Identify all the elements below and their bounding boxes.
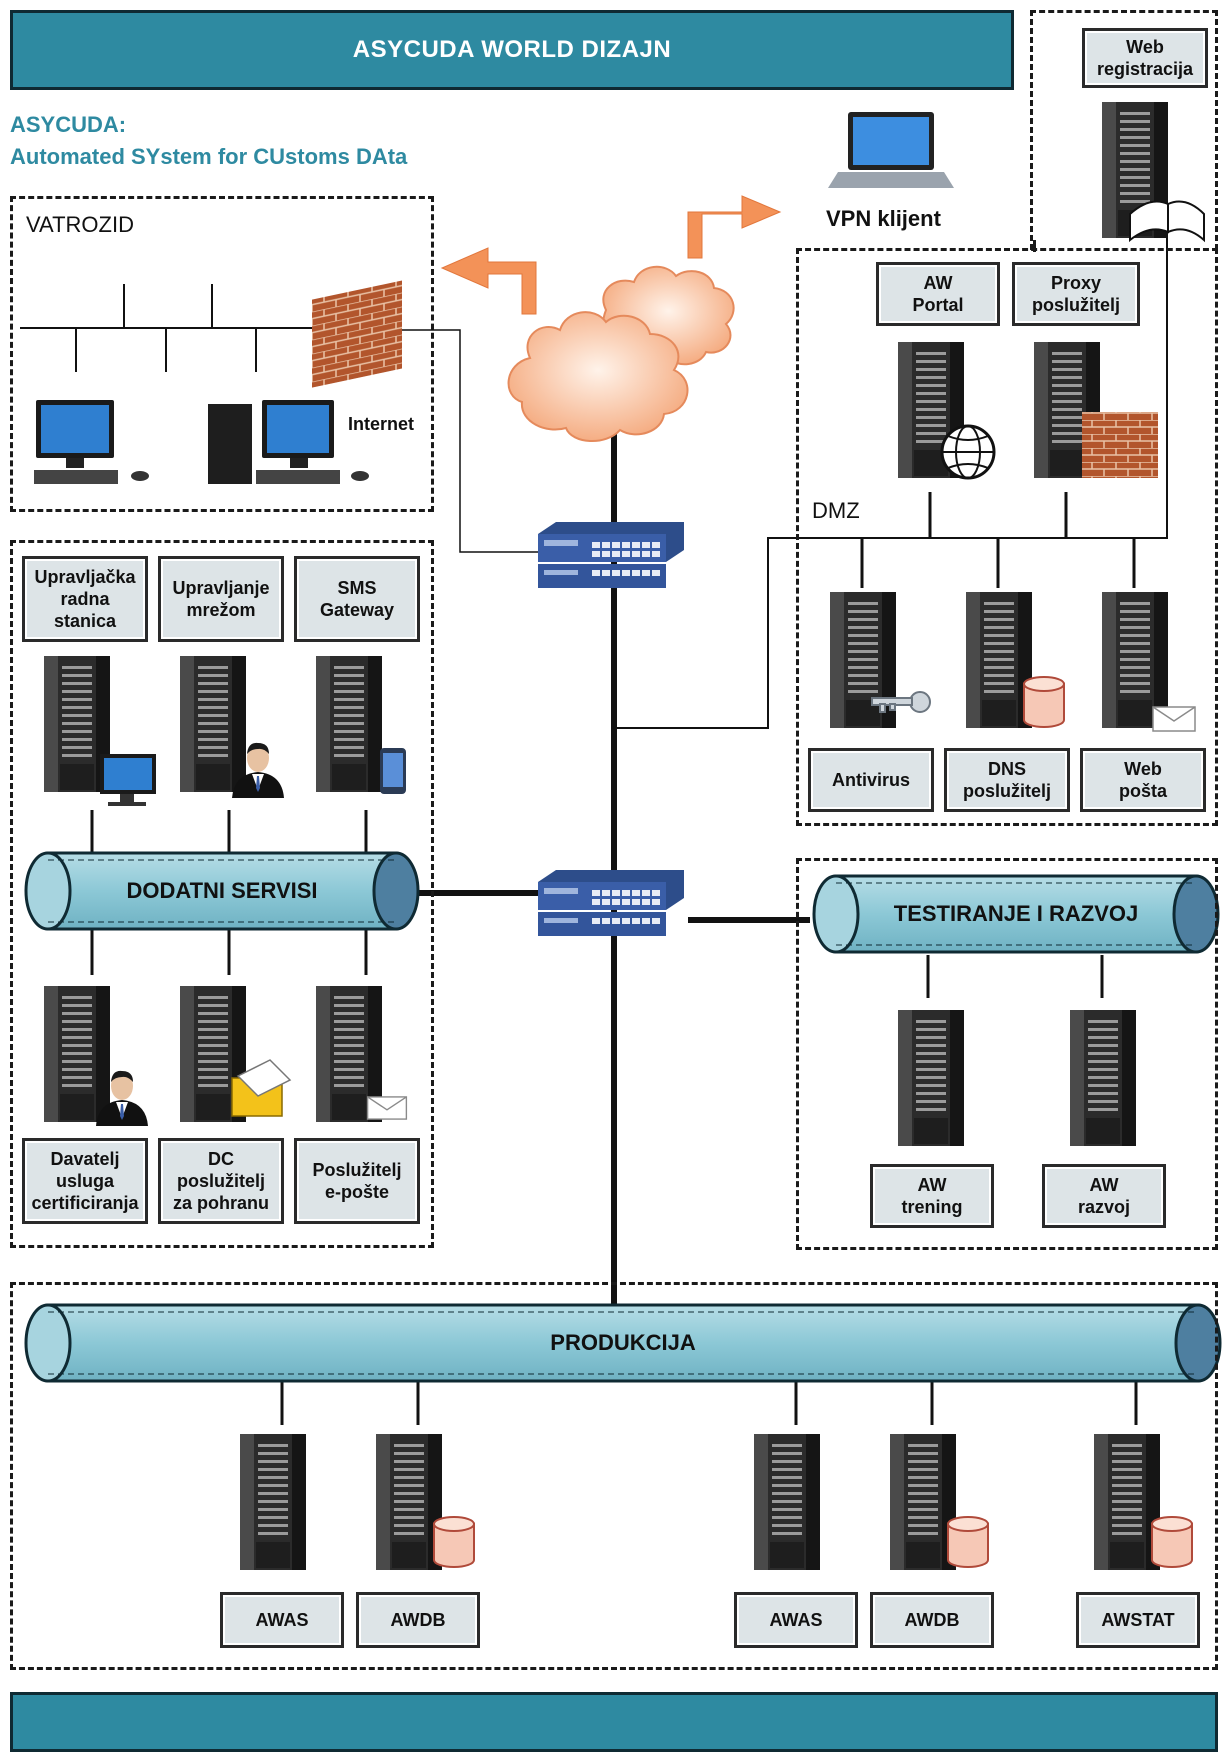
- pipe-dodatni-servisi-label: DODATNI SERVISI: [126, 878, 318, 903]
- sms-gateway-label: SMS Gateway: [294, 556, 420, 642]
- pipe-dodatni-servisi: [24, 851, 420, 931]
- dmz-link: [614, 238, 1168, 729]
- acronym-expansion: Automated SYstem for CUstoms DAta: [10, 144, 408, 169]
- zone-additional-services: [10, 540, 434, 1248]
- vpn-client-label: VPN klijent: [826, 206, 941, 231]
- proxy-server-label: Proxy poslužitelj: [1012, 262, 1140, 326]
- dns-server-label: DNS poslužitelj: [944, 748, 1070, 812]
- desktop-computer-icon: [208, 400, 369, 484]
- zone-vatrozid-title: VATROZID: [26, 212, 134, 237]
- laptop-icon: [828, 112, 954, 188]
- firewall-link: [400, 329, 540, 553]
- zone-web-registration: [1030, 10, 1218, 250]
- pipe-testiranje-label: TESTIRANJE I RAZVOJ: [893, 901, 1139, 926]
- globe-icon: [940, 424, 996, 480]
- pipe-produkcija-label: PRODUKCIJA: [550, 1330, 696, 1355]
- mail-server-label: Poslužitelj e-pošte: [294, 1138, 420, 1224]
- book-icon: [1129, 200, 1205, 243]
- web-registration-label: Web registracija: [1082, 28, 1208, 88]
- zone-dmz: [796, 248, 1218, 826]
- pipe-testiranje: [812, 874, 1220, 954]
- zone-vatrozid: [10, 196, 434, 512]
- page-title: ASYCUDA WORLD DIZAJN: [10, 10, 1014, 90]
- antivirus-label: Antivirus: [808, 748, 934, 812]
- zone-production: [10, 1282, 1218, 1670]
- certification-provider-label: Davatelj usluga certificiranja: [22, 1138, 148, 1224]
- internet-cloud-icon: [507, 266, 735, 443]
- monitor-icon: [100, 754, 156, 806]
- folder-icon: [231, 1059, 292, 1117]
- zone-testing: [796, 858, 1218, 1250]
- internet-label: Internet: [348, 414, 415, 434]
- key-icon: [871, 691, 931, 713]
- awas-label-2: AWAS: [734, 1592, 858, 1648]
- network-switch-icon: [538, 870, 684, 936]
- aw-development-label: AW razvoj: [1042, 1164, 1166, 1228]
- brick-firewall-icon: [1082, 412, 1158, 478]
- desktop-computer-icon: [34, 400, 149, 484]
- awas-label-1: AWAS: [220, 1592, 344, 1648]
- dc-storage-server-label: DC poslužitelj za pohranu: [158, 1138, 284, 1224]
- zone-dmz-title: DMZ: [812, 498, 860, 523]
- network-switch-icon: [538, 522, 684, 588]
- footer-banner: [10, 1692, 1218, 1752]
- zone-dmz-connector: [796, 240, 1036, 252]
- aw-training-label: AW trening: [870, 1164, 994, 1228]
- pipe-produkcija: [24, 1303, 1222, 1383]
- management-workstation-label: Upravljačka radna stanica: [22, 556, 148, 642]
- network-management-label: Upravljanje mrežom: [158, 556, 284, 642]
- arrow-icon: [440, 195, 782, 315]
- awstat-label: AWSTAT: [1076, 1592, 1200, 1648]
- awdb-label-2: AWDB: [870, 1592, 994, 1648]
- smartphone-icon: [380, 748, 406, 794]
- awdb-label-1: AWDB: [356, 1592, 480, 1648]
- brick-firewall-icon: [312, 280, 402, 388]
- acronym-heading: ASYCUDA:: [10, 112, 127, 137]
- aw-portal-label: AW Portal: [876, 262, 1000, 326]
- web-mail-label: Web pošta: [1080, 748, 1206, 812]
